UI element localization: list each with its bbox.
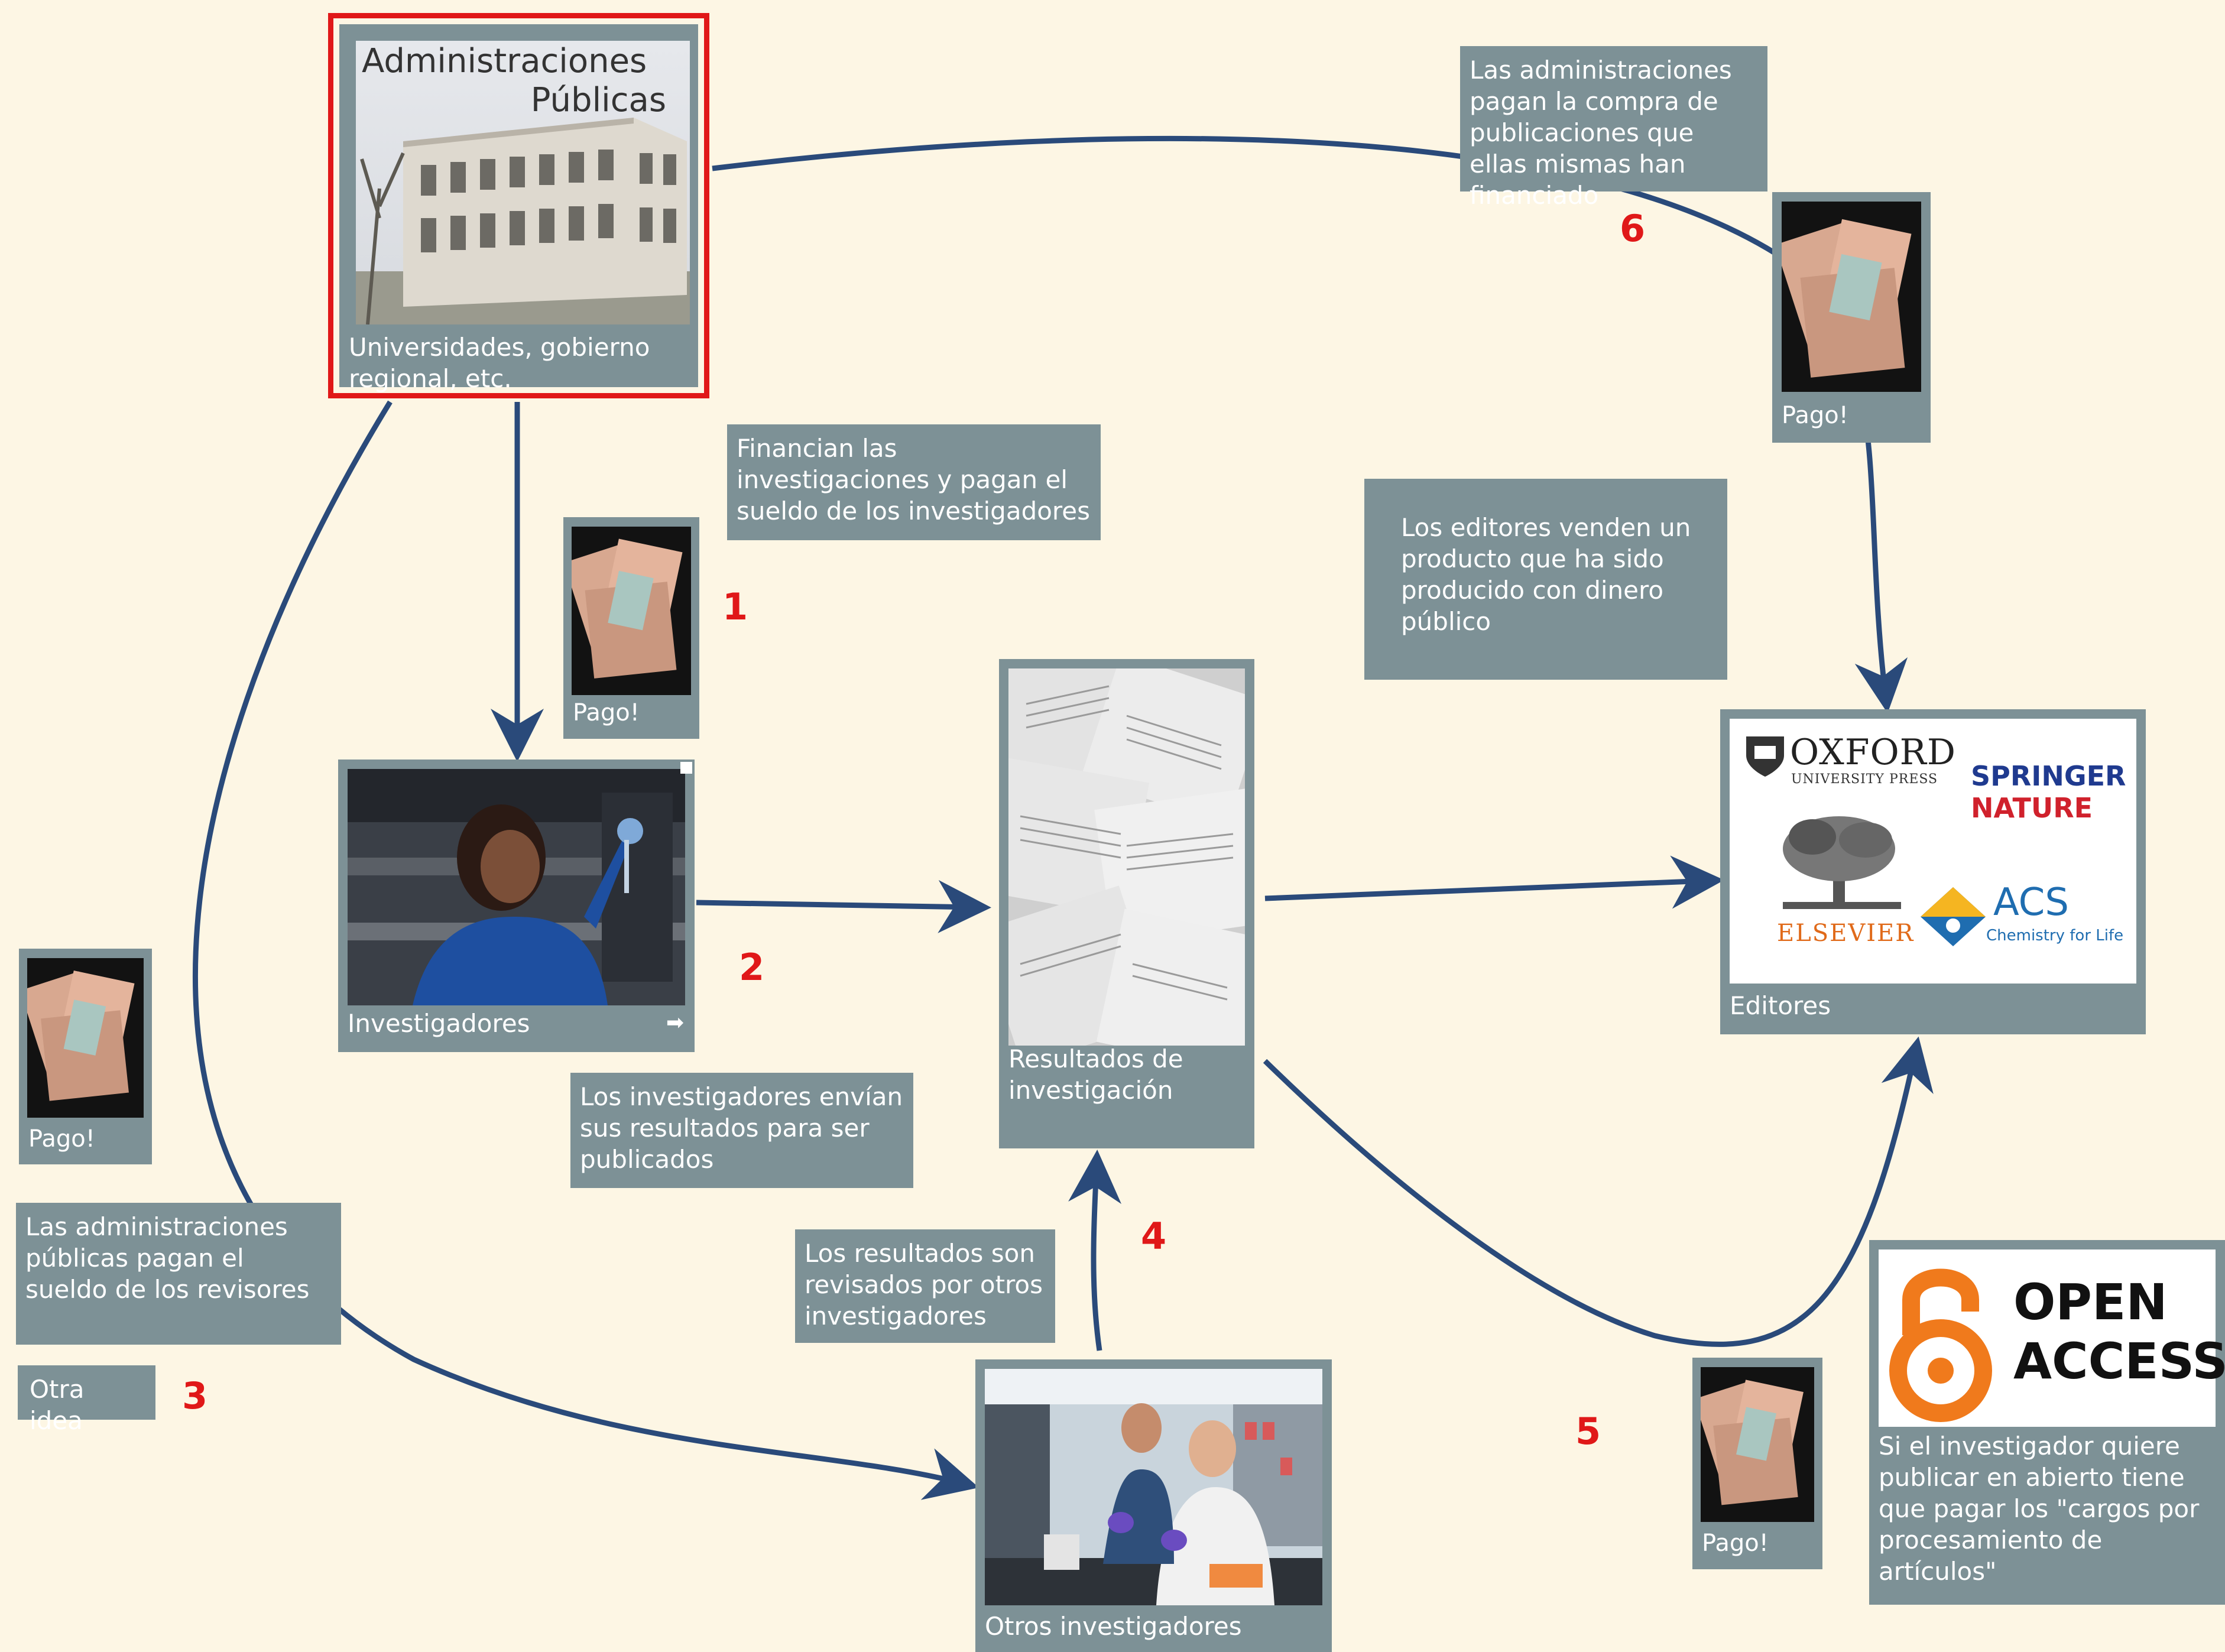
arrow-resultados-to-editores	[1264, 855, 1724, 909]
admin-title-line1: Administraciones	[362, 42, 647, 80]
corner-marker	[680, 762, 692, 774]
payment-card-2: Pago!	[1772, 192, 1931, 443]
oxford-main: OXFORD	[1790, 732, 1956, 773]
researcher-photo	[348, 769, 685, 1005]
note-editores-venden: Los editores venden un producto que ha s…	[1364, 479, 1727, 680]
resultados-node[interactable]: Resultados de investigación	[999, 659, 1254, 1148]
arrow-admin-to-editores	[712, 135, 1908, 713]
note-compra: Las administraciones pagan la compra de …	[1460, 46, 1767, 210]
payment-card-1: Pago!	[563, 517, 699, 739]
payment-label-1: Pago!	[573, 699, 640, 726]
payment-card-3: Pago!	[19, 949, 152, 1164]
payment-card-4: Pago!	[1692, 1358, 1822, 1569]
open-access-logo: OPEN ACCESS	[1879, 1249, 2225, 1427]
open-lock-icon	[1889, 1268, 1992, 1422]
papers-photo	[1008, 668, 1245, 1046]
note-financian: Financian las investigaciones y pagan el…	[727, 424, 1101, 540]
money-photo	[1782, 202, 1921, 392]
admin-title-line2: Públicas	[530, 81, 666, 119]
oxford-sub: UNIVERSITY PRESS	[1791, 772, 1938, 787]
acs-tagline: Chemistry for Life	[1986, 927, 2124, 945]
note-otra-idea[interactable]: Otra idea	[18, 1365, 155, 1435]
building-photo: Administraciones Públicas	[356, 41, 690, 324]
money-photo	[27, 958, 144, 1118]
investigadores-caption: Investigadores	[348, 1009, 530, 1038]
admin-node[interactable]: Administraciones Públicas Universidades,…	[328, 13, 709, 398]
note-revisores: Las administraciones públicas pagan el s…	[16, 1203, 341, 1345]
money-photo	[1701, 1367, 1814, 1522]
step-number-3: 3	[182, 1374, 208, 1417]
payment-label-3: Pago!	[28, 1125, 95, 1153]
lab-photo	[985, 1369, 1322, 1605]
springer-logo-1: SPRINGER	[1971, 760, 2126, 792]
arrow-right-icon[interactable]: ➡	[666, 1011, 684, 1035]
open-access-node[interactable]: OPEN ACCESS Si el investigador quiere pu…	[1869, 1240, 2225, 1605]
arrow-otros-to-resultados	[1068, 1150, 1122, 1351]
investigadores-node[interactable]: Investigadores ➡	[338, 760, 695, 1052]
otros-caption: Otros investigadores	[985, 1612, 1242, 1641]
editores-caption: Editores	[1730, 991, 1831, 1020]
note-revisados: Los resultados son revisados por otros i…	[795, 1229, 1055, 1343]
acs-logo: ACS	[1993, 881, 2069, 924]
payment-label-4: Pago!	[1702, 1530, 1769, 1557]
publishers-logos: OXFORD UNIVERSITY PRESS SPRINGER NATURE …	[1730, 719, 2136, 984]
elsevier-tree-icon	[1783, 816, 1901, 909]
editores-node[interactable]: OXFORD UNIVERSITY PRESS SPRINGER NATURE …	[1720, 709, 2146, 1034]
elsevier-logo: ELSEVIER	[1777, 920, 1915, 947]
open-access-line2: ACCESS	[2013, 1332, 2225, 1390]
payment-label-2: Pago!	[1782, 402, 1848, 429]
step-number-2: 2	[739, 946, 765, 989]
open-access-line1: OPEN	[2013, 1273, 2168, 1331]
money-photo	[572, 527, 691, 695]
resultados-caption: Resultados de investigación	[1008, 1044, 1183, 1105]
acs-icon	[1921, 887, 1986, 946]
step-number-4: 4	[1141, 1215, 1167, 1258]
open-access-caption: Si el investigador quiere publicar en ab…	[1879, 1432, 2200, 1586]
otros-investigadores-node[interactable]: Otros investigadores	[975, 1359, 1332, 1652]
step-number-6: 6	[1620, 207, 1646, 250]
arrow-resultados-to-editores-open-access	[1263, 1036, 1934, 1347]
oxford-logo: OXFORD UNIVERSITY PRESS	[1741, 732, 1955, 787]
step-number-1: 1	[722, 585, 748, 628]
oxford-shield-icon	[1746, 736, 1784, 777]
springer-logo-2: NATURE	[1971, 792, 2093, 824]
admin-caption: Universidades, gobierno regional, etc.	[349, 333, 650, 393]
note-envian: Los investigadores envían sus resultados…	[570, 1073, 913, 1188]
arrow-investigadores-to-resultados	[696, 879, 991, 933]
step-number-5: 5	[1575, 1410, 1601, 1453]
